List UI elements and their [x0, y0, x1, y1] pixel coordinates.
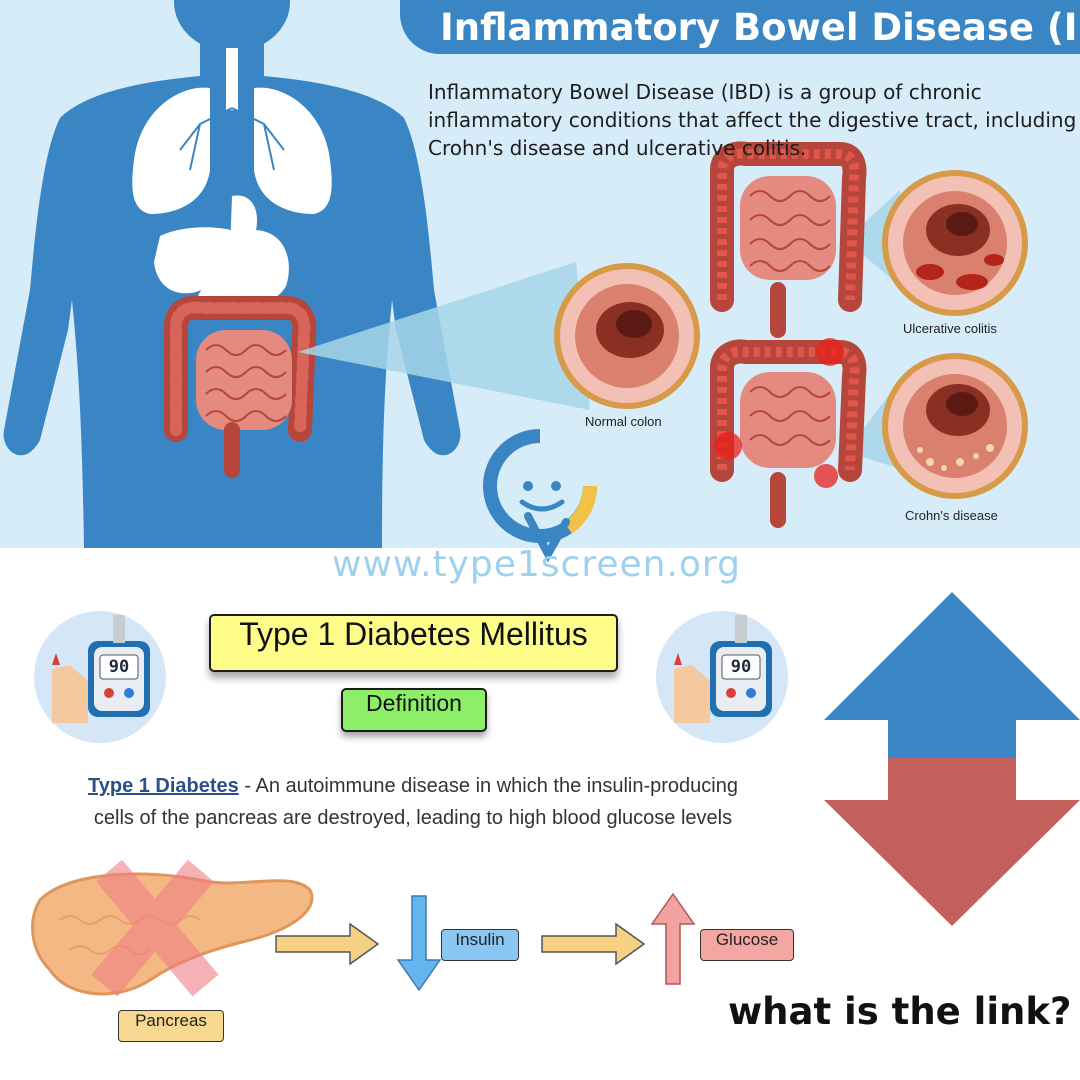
ibd-illustration — [3, 0, 1028, 548]
insulin-label: Insulin — [441, 929, 519, 961]
down-arrow-icon — [824, 758, 1080, 926]
watermark-url: www.type1screen.org — [332, 544, 741, 585]
type1screen-logo-icon — [483, 429, 598, 563]
flow-arrow-right-icon-2 — [541, 922, 646, 966]
glucose-meter-icon: 90 — [34, 611, 166, 743]
double-arrow-icon — [824, 592, 1080, 926]
t1d-definition: Type 1 Diabetes - An autoimmune disease … — [46, 770, 780, 834]
crohns-colon — [710, 338, 867, 528]
crohns-lumen — [882, 353, 1028, 499]
meter-reading-right: 90 — [731, 657, 751, 677]
caption-ulcerative-colitis: Ulcerative colitis — [903, 321, 997, 336]
definition-badge: Definition — [341, 688, 487, 732]
body-colon — [164, 295, 317, 478]
normal-colon-lumen — [554, 263, 700, 409]
t1d-definition-line1: - An autoimmune disease in which the ins… — [238, 775, 738, 797]
glucose-meter-icon-right: 90 — [656, 611, 788, 743]
stomach — [196, 195, 289, 306]
question-text: what is the link? — [728, 990, 1072, 1033]
increase-arrow-icon — [650, 892, 696, 985]
title-banner — [400, 0, 1080, 54]
flow-arrow-right-icon — [275, 922, 380, 966]
lungs — [132, 48, 332, 214]
ibd-title: Inflammatory Bowel Disease (IBD) — [440, 6, 1080, 49]
uc-lumen — [882, 170, 1028, 316]
glucose-label: Glucose — [700, 929, 794, 961]
pancreas-label: Pancreas — [118, 1010, 224, 1042]
cross-mark-icon — [91, 859, 219, 997]
t1d-title: Type 1 Diabetes Mellitus — [209, 614, 618, 672]
ibd-section: Inflammatory Bowel Disease (IBD) Inflamm… — [0, 0, 1080, 548]
t1d-term: Type 1 Diabetes — [88, 775, 239, 797]
ibd-description: Inflammatory Bowel Disease (IBD) is a gr… — [428, 80, 1077, 160]
meter-reading: 90 — [109, 657, 129, 677]
t1d-definition-line2: cells of the pancreas are destroyed, lea… — [93, 807, 733, 829]
decrease-arrow-icon — [396, 895, 442, 992]
up-arrow-icon — [824, 592, 1080, 760]
pancreas-flow — [31, 859, 696, 997]
zoom-beam — [298, 262, 590, 410]
caption-normal-colon: Normal colon — [585, 414, 662, 429]
caption-crohns-disease: Crohn's disease — [905, 508, 998, 523]
uc-colon — [710, 141, 867, 338]
